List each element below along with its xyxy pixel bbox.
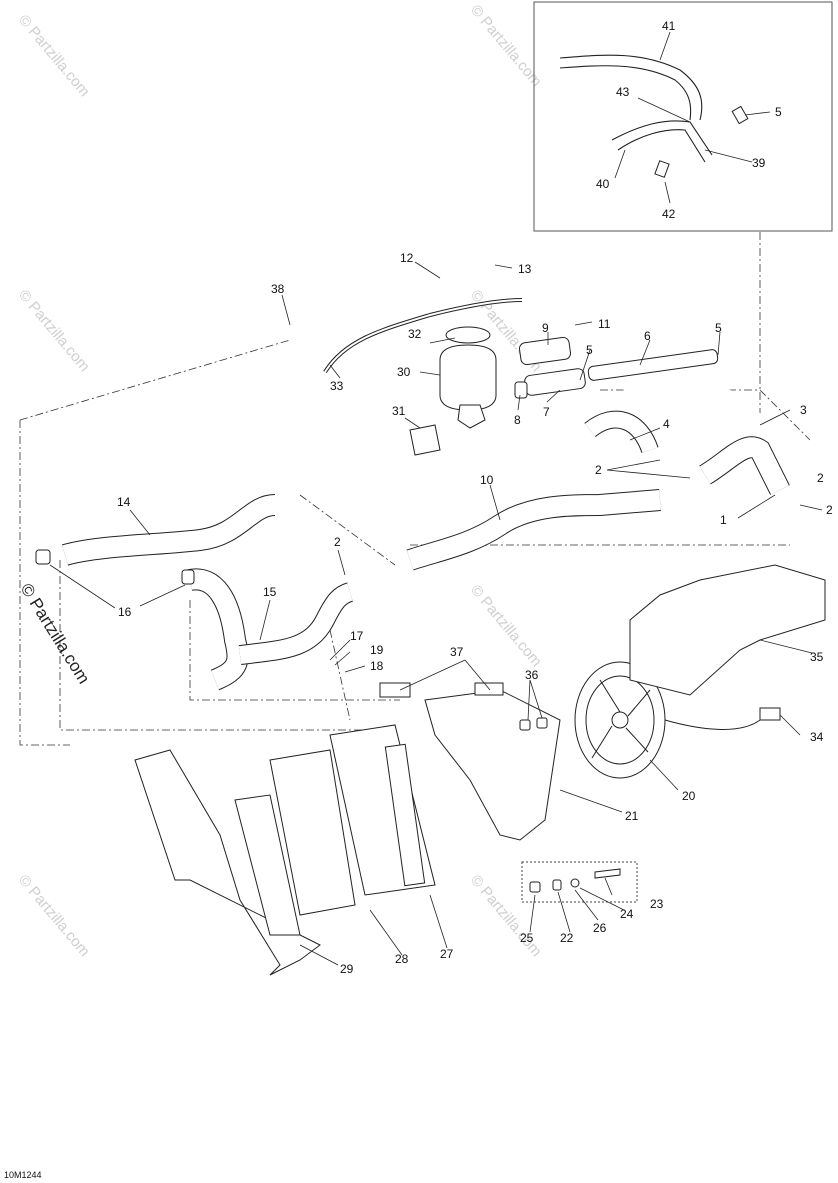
callout-2: 2 <box>817 471 824 485</box>
callout-20: 20 <box>682 789 696 803</box>
callout-23: 23 <box>650 897 664 911</box>
callout-11: 11 <box>598 317 611 331</box>
callout-28: 28 <box>395 952 409 966</box>
detail-inset-frame <box>533 1 833 232</box>
callout-31: 31 <box>392 404 406 418</box>
callout-4: 4 <box>663 417 670 431</box>
callout-2: 2 <box>334 535 341 549</box>
short-hoses <box>514 336 719 399</box>
watermark-text: © Partzilla.com <box>467 582 545 670</box>
callout-14: 14 <box>117 495 131 509</box>
callout-24: 24 <box>620 907 634 921</box>
fan-shroud <box>424 689 561 841</box>
hardware-kit-box <box>521 861 638 903</box>
callout-30: 30 <box>397 365 411 379</box>
callout-32: 32 <box>408 327 422 341</box>
callout-8: 8 <box>514 413 521 427</box>
callout-12: 12 <box>400 251 414 265</box>
hose-14 <box>61 494 277 566</box>
leader-lines <box>49 31 823 966</box>
callout-43: 43 <box>616 85 630 99</box>
callout-numbers: 1 2 2 2 2 3 4 5 5 5 6 7 8 9 10 11 12 13 … <box>117 19 833 976</box>
callout-29: 29 <box>340 962 354 976</box>
callout-39: 39 <box>752 156 766 170</box>
callout-13: 13 <box>518 262 532 276</box>
long-hose-10 <box>406 489 661 571</box>
watermark-text: © Partzilla.com <box>15 12 93 100</box>
callout-36: 36 <box>525 668 539 682</box>
callout-2: 2 <box>826 503 833 517</box>
clamp-16 <box>35 549 51 565</box>
callout-5: 5 <box>775 105 782 119</box>
hose-15 <box>187 568 354 691</box>
callout-42: 42 <box>662 207 676 221</box>
document-code: 10M1244 <box>4 1170 42 1180</box>
clamp-16 <box>181 569 195 585</box>
callout-6: 6 <box>644 329 651 343</box>
watermark-text: © Partzilla.com <box>15 287 93 375</box>
callout-25: 25 <box>520 931 534 945</box>
bushing-36 <box>536 717 548 729</box>
radiator-assembly <box>134 724 436 976</box>
callout-21: 21 <box>625 809 639 823</box>
callout-33: 33 <box>330 379 344 393</box>
callout-5: 5 <box>715 321 722 335</box>
callout-10: 10 <box>480 473 494 487</box>
watermark-text: © Partzilla.com <box>17 580 94 687</box>
hardware-kit <box>529 868 621 893</box>
watermark-text: © Partzilla.com <box>467 2 545 90</box>
callout-22: 22 <box>560 931 574 945</box>
callout-35: 35 <box>810 650 824 664</box>
coolant-reservoir <box>409 326 497 456</box>
right-hose-cluster <box>584 381 812 495</box>
callout-19: 19 <box>370 643 384 657</box>
callout-41: 41 <box>662 19 676 33</box>
callout-16: 16 <box>118 605 132 619</box>
watermark-text: © Partzilla.com <box>15 872 93 960</box>
watermarks: © Partzilla.com © Partzilla.com © Partzi… <box>15 2 545 960</box>
inset-hoses <box>559 54 749 178</box>
callout-34: 34 <box>810 730 824 744</box>
bracket-37 <box>379 682 411 698</box>
callout-1: 1 <box>720 513 727 527</box>
callout-17: 17 <box>350 629 364 643</box>
callout-3: 3 <box>800 403 807 417</box>
callout-38: 38 <box>271 282 285 296</box>
deflector-35 <box>629 564 826 696</box>
callout-18: 18 <box>370 659 384 673</box>
callout-40: 40 <box>596 177 610 191</box>
callout-7: 7 <box>543 405 550 419</box>
callout-26: 26 <box>593 921 607 935</box>
callout-27: 27 <box>440 947 454 961</box>
overflow-hoses <box>309 245 523 374</box>
callout-37: 37 <box>450 645 464 659</box>
cooling-fan <box>574 661 781 779</box>
bushing-36 <box>519 719 531 731</box>
callout-9: 9 <box>542 321 549 335</box>
callout-5: 5 <box>586 343 593 357</box>
callout-15: 15 <box>263 585 277 599</box>
callout-2: 2 <box>595 463 602 477</box>
